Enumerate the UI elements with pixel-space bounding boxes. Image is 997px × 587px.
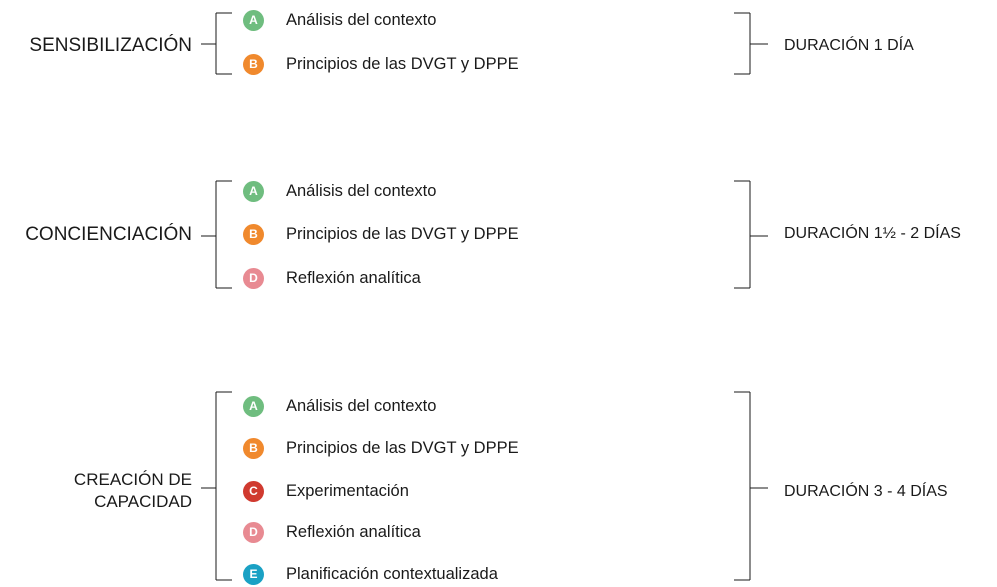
list-item: C Experimentación [243,479,409,503]
list-item: A Análisis del contexto [243,179,436,203]
list-item: B Principios de las DVGT y DPPE [243,52,519,76]
item-label: Principios de las DVGT y DPPE [286,224,519,243]
list-item: A Análisis del contexto [243,394,436,418]
group-label-sensibilizacion: SENSIBILIZACIÓN [29,35,192,57]
badge-b-icon: B [243,223,264,245]
badge-c-icon: C [243,480,264,502]
item-label: Principios de las DVGT y DPPE [286,54,519,73]
item-label: Reflexión analítica [286,522,421,541]
group-label-line: SENSIBILIZACIÓN [29,35,192,56]
item-label: Análisis del contexto [286,396,437,415]
item-label: Planificación contextualizada [286,564,498,583]
badge-d-icon: D [243,267,264,289]
badge-d-icon: D [243,521,264,543]
group-label-creacion-de-capacidad: CREACIÓN DE CAPACIDAD [74,469,192,513]
duration-label: DURACIÓN 1 DÍA [784,37,914,54]
list-item: D Reflexión analítica [243,520,421,544]
group-label-line: CAPACIDAD [94,492,192,511]
item-label: Análisis del contexto [286,10,437,29]
list-item: E Planificación contextualizada [243,562,498,586]
group-label-line: CREACIÓN DE [73,470,192,489]
list-item: B Principios de las DVGT y DPPE [243,436,519,460]
badge-e-icon: E [243,563,264,585]
item-label: Análisis del contexto [286,181,437,200]
list-item: A Análisis del contexto [243,8,436,32]
group-label-line: CONCIENCIACIÓN [25,224,192,245]
group-label-concienciacion: CONCIENCIACIÓN [25,224,192,246]
duration-label: DURACIÓN 1½ - 2 DÍAS [784,225,961,242]
badge-a-icon: A [243,395,264,417]
item-label: Principios de las DVGT y DPPE [286,438,519,457]
item-label: Reflexión analítica [286,268,421,287]
duration-label: DURACIÓN 3 - 4 DÍAS [784,483,948,500]
badge-b-icon: B [243,437,264,459]
item-label: Experimentación [286,481,409,500]
badge-a-icon: A [243,180,264,202]
badge-a-icon: A [243,9,264,31]
list-item: D Reflexión analítica [243,266,421,290]
list-item: B Principios de las DVGT y DPPE [243,222,519,246]
badge-b-icon: B [243,53,264,75]
